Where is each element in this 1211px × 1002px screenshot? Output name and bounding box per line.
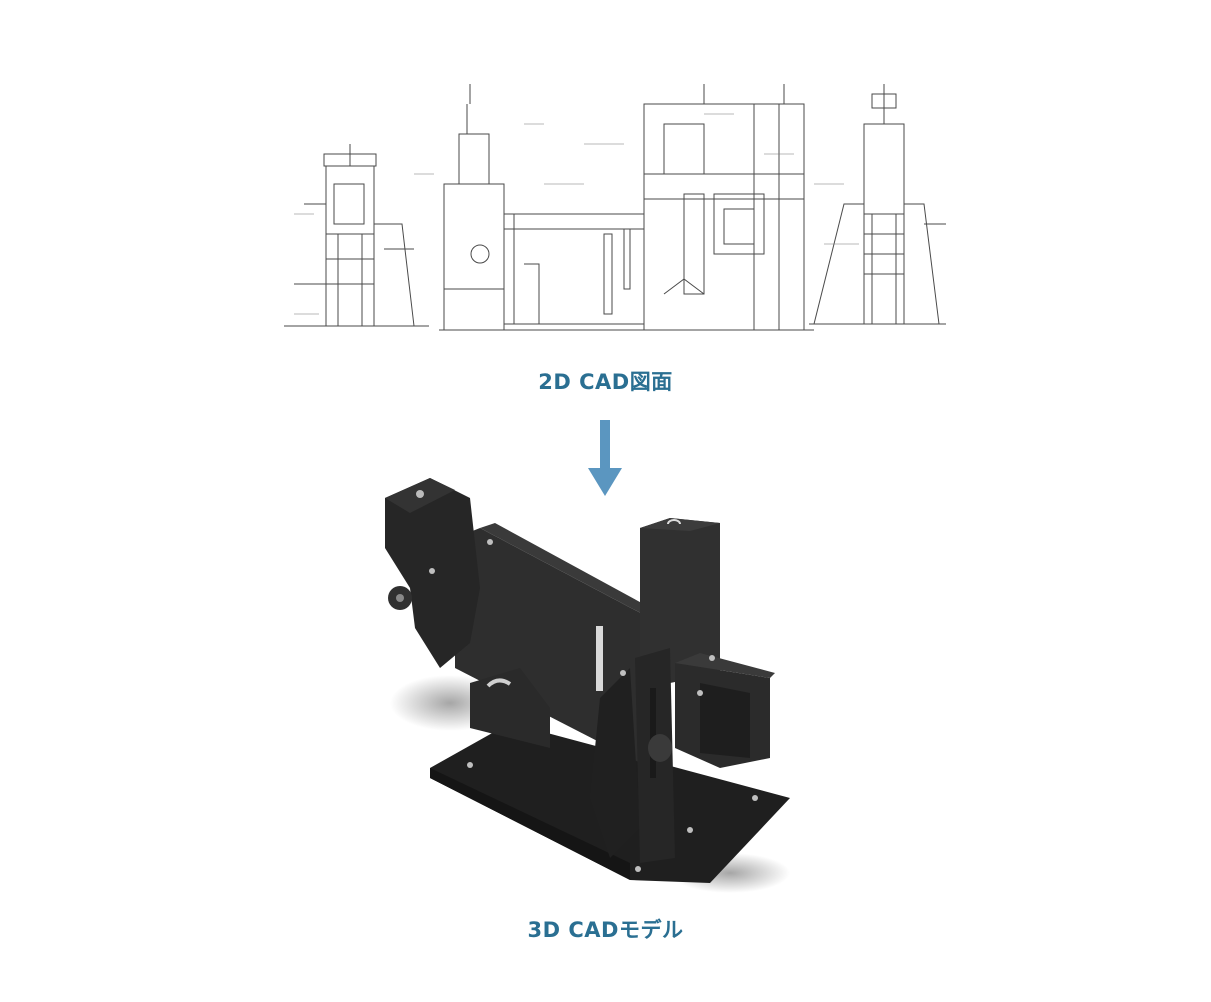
cad-2d-drawing-caption: 2D CAD図面 xyxy=(538,370,673,394)
cad-3d-model-caption: 3D CADモデル xyxy=(527,918,684,942)
cad-2d-drawing-image xyxy=(284,84,946,340)
cad-3d-model-image xyxy=(385,478,790,893)
arrow-down-icon xyxy=(588,420,622,496)
